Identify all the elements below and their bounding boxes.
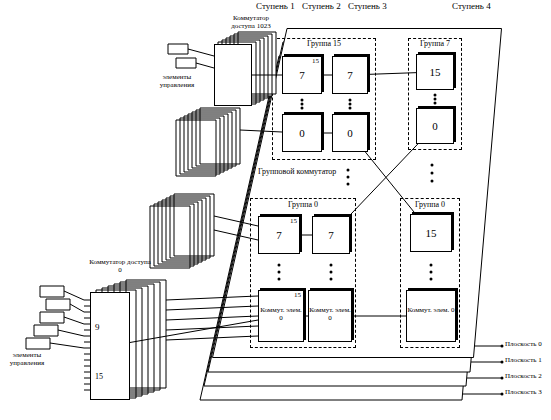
- connector-line: [368, 73, 416, 75]
- access-switch-card: Коммутатор доступа 0915: [90, 292, 130, 400]
- stage-label: Ступень 2: [302, 2, 341, 12]
- leader-dot: [501, 346, 504, 394]
- switch-element: 0: [282, 114, 322, 152]
- element-label: Коммутатор доступа 1023: [221, 15, 281, 30]
- element-label: Коммут. элем. 0: [407, 307, 455, 315]
- element-number: 15: [287, 292, 301, 300]
- plane-label: Плоскость 1: [505, 357, 542, 365]
- connector-line: [252, 75, 282, 76]
- element-label: 0: [417, 120, 453, 132]
- element-number: 15: [95, 373, 111, 382]
- element-number: 9: [95, 323, 109, 333]
- element-label: 15: [411, 227, 451, 239]
- switch-element: 0: [332, 114, 368, 152]
- element-label: Коммут. элем. 0: [309, 307, 351, 322]
- wire: [50, 291, 84, 348]
- connector-line: [352, 316, 406, 317]
- stage-label: Ступень 3: [348, 2, 387, 12]
- connector-line: [349, 144, 418, 216]
- card-stack: [176, 108, 240, 176]
- connector-line: [300, 235, 312, 236]
- group-label: Группа 15: [273, 40, 375, 49]
- switch-element: 7: [332, 56, 368, 94]
- element-label: 15: [417, 66, 453, 78]
- access-switch-card: Коммутатор доступа 1023: [214, 44, 252, 106]
- wire: [188, 49, 214, 68]
- group-box: Группа 0715Коммут. элем. 0157Коммут. эле…: [250, 198, 356, 348]
- plane-label: Плоскость 3: [505, 389, 542, 397]
- switch-element: Коммут. элем. 0 15: [258, 290, 304, 342]
- group-label: Групповой коммутатор: [258, 168, 338, 177]
- plane-label: Плоскость 0: [505, 341, 542, 349]
- element-number: 15: [283, 218, 297, 226]
- group-label: Группа 0: [251, 201, 355, 210]
- control-label: элементы управления: [146, 74, 208, 89]
- card-stack: [150, 194, 214, 268]
- stage-label: Ступень 4: [452, 2, 491, 12]
- control-element: [26, 286, 70, 349]
- switch-element: 715: [258, 216, 300, 254]
- plane-label: Плоскость 2: [505, 373, 542, 381]
- switch-element: 15: [410, 214, 452, 252]
- element-label: 7: [333, 69, 367, 81]
- connector-line: [322, 133, 332, 134]
- element-number: 15: [305, 58, 319, 66]
- switch-element: Коммут. элем. 0: [308, 290, 352, 342]
- element-label: 7: [313, 229, 349, 241]
- element-label: Коммутатор доступа 0: [87, 259, 153, 274]
- stage-label: Ступень 1: [256, 2, 295, 12]
- connector-line: [365, 152, 415, 214]
- element-label: 0: [333, 127, 367, 139]
- switch-element: 715: [282, 56, 322, 94]
- connector-line: [322, 75, 332, 76]
- connector-line: [130, 320, 258, 342]
- control-element: [168, 44, 196, 68]
- group-box: Группа 15715070: [272, 38, 376, 160]
- control-label: элементы управления: [2, 352, 52, 367]
- switch-element: 7: [312, 216, 350, 254]
- switch-element: 15: [416, 54, 454, 90]
- switch-element: Коммут. элем. 0: [406, 290, 456, 342]
- group-label: Группа 7: [409, 40, 461, 49]
- group-label: Группа 0: [401, 201, 459, 210]
- plane-sheet: [213, 29, 502, 358]
- element-label: 7: [259, 229, 299, 241]
- element-label: 7: [283, 69, 321, 81]
- element-label: Коммут. элем. 0: [259, 307, 303, 322]
- connector-line: [304, 316, 308, 317]
- element-label: 0: [283, 127, 321, 139]
- switch-element: 0: [416, 108, 454, 144]
